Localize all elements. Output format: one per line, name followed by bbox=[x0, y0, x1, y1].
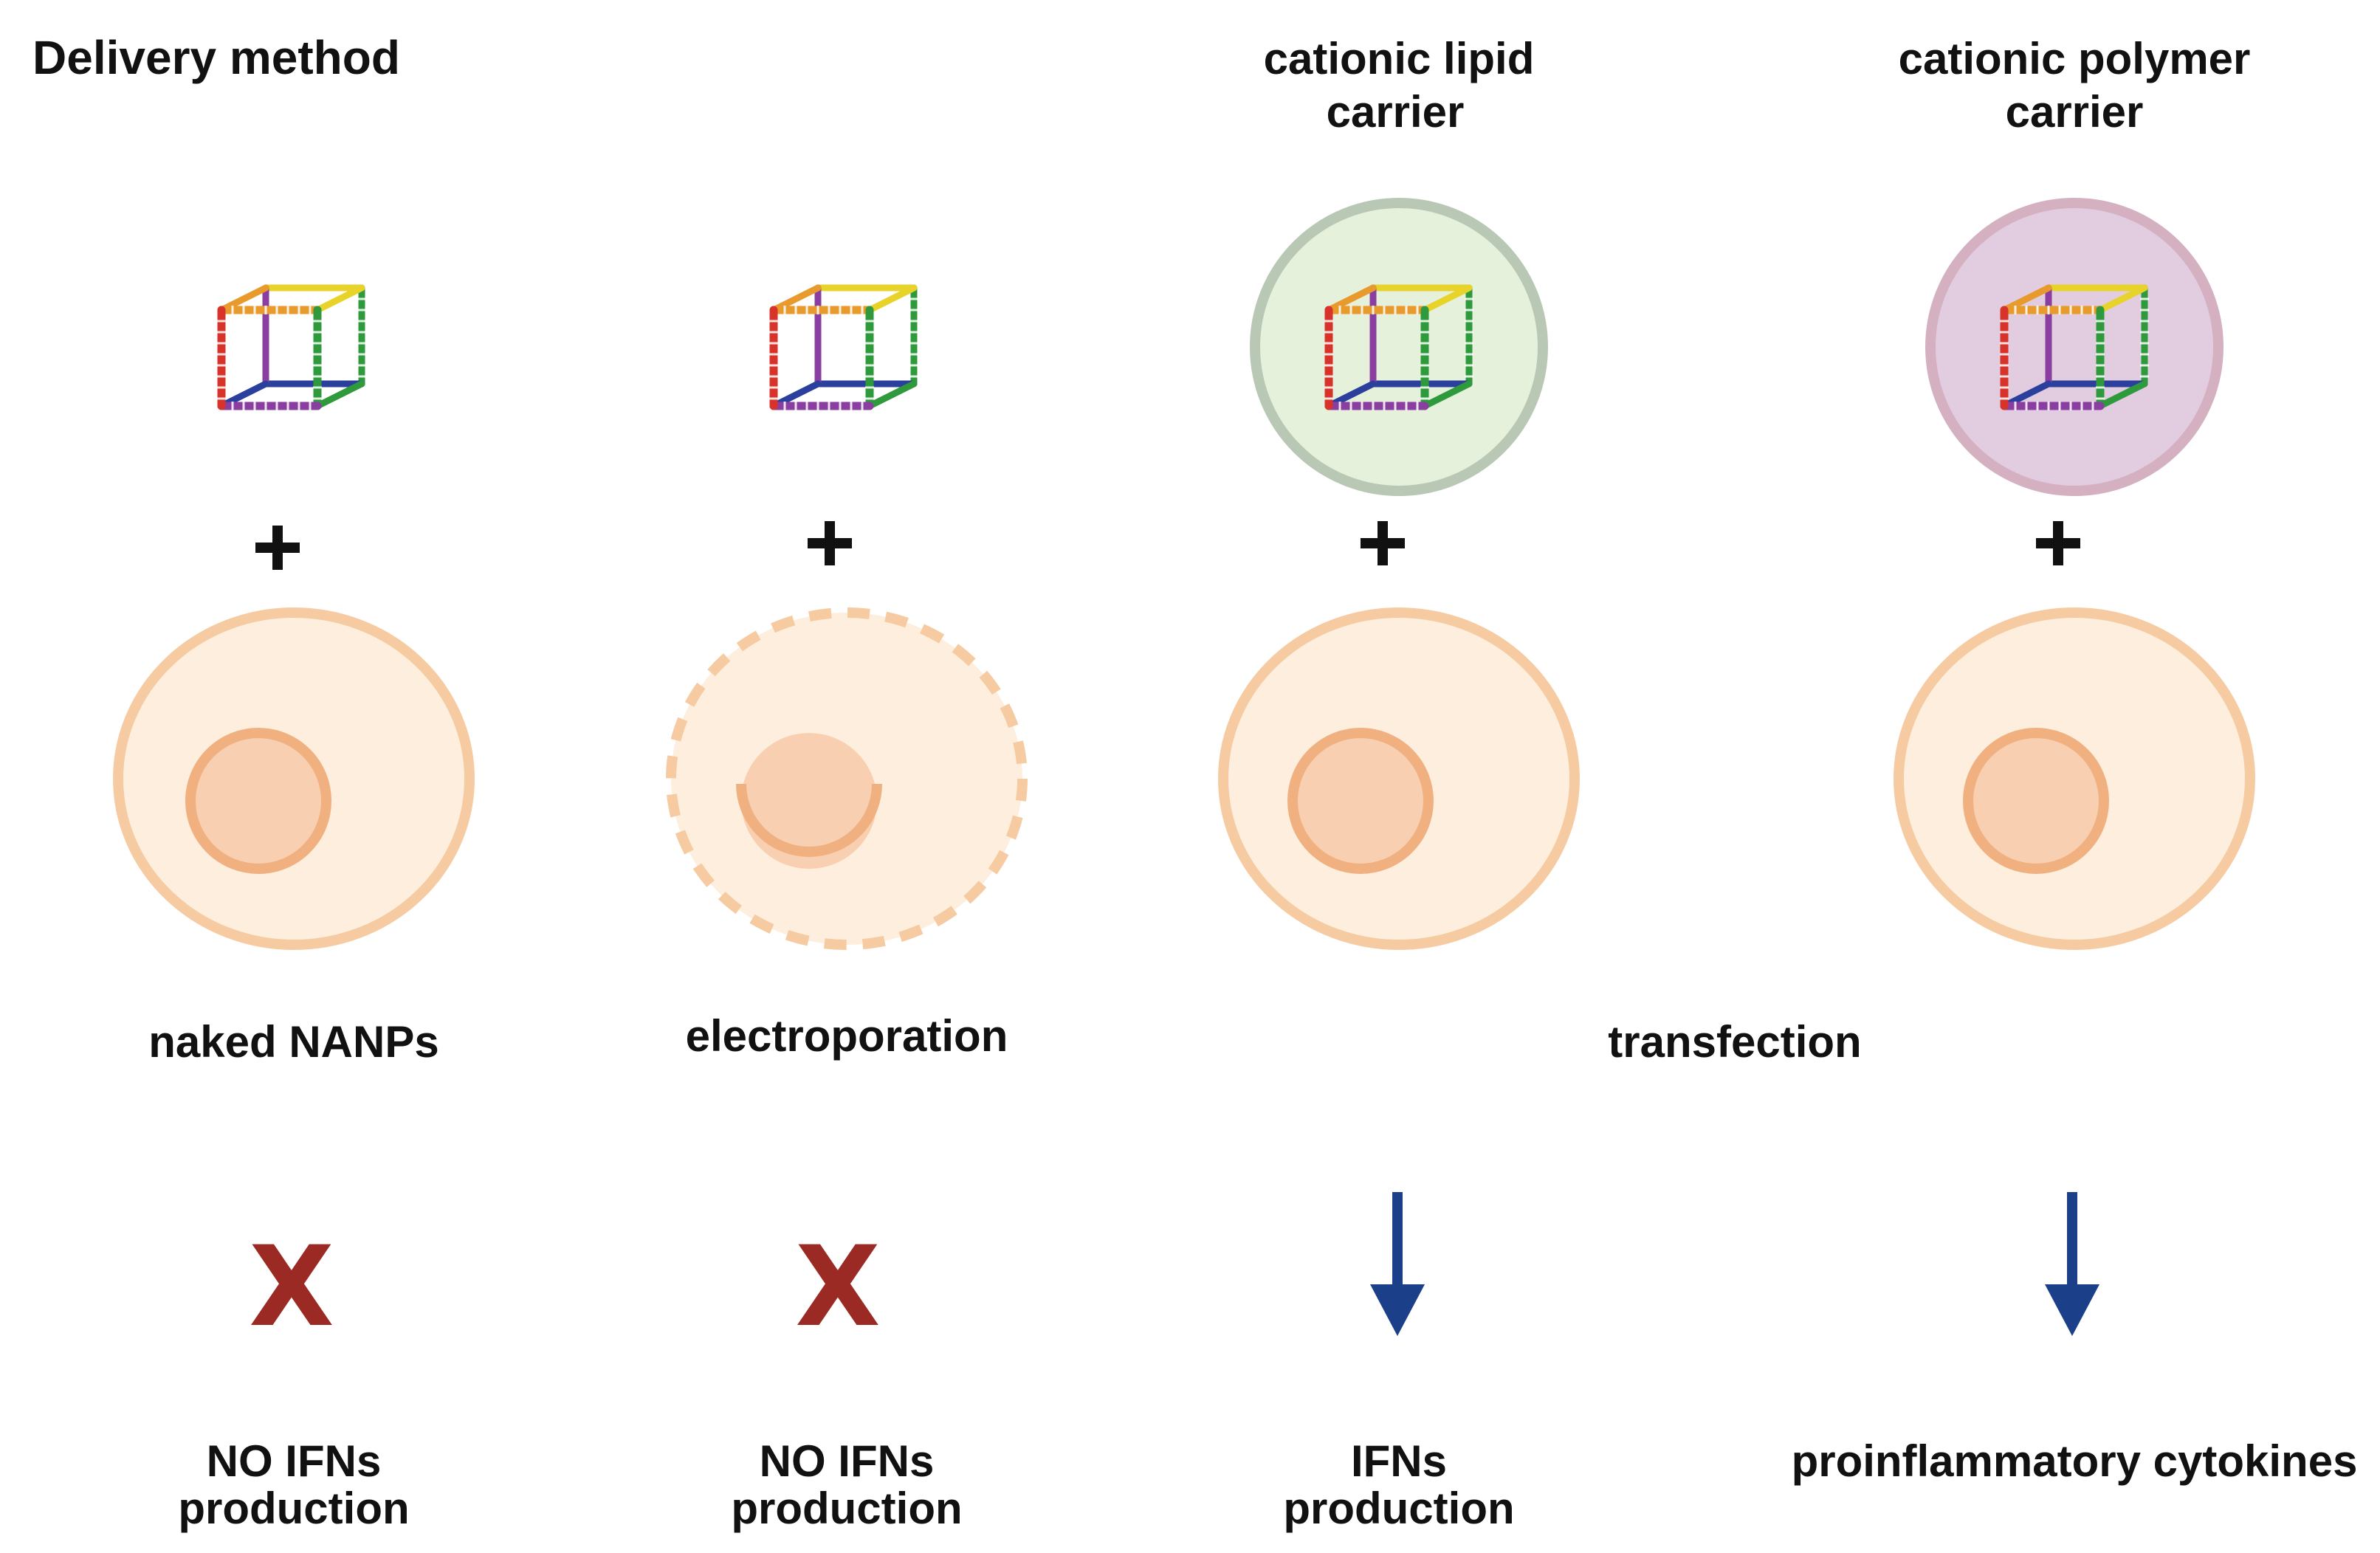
carrier-label-polymer-line2: carrier bbox=[2006, 87, 2144, 137]
carrier-label-polymer-line1: cationic polymer bbox=[1899, 34, 2251, 83]
outcome-label-line1: NO IFNs bbox=[207, 1436, 382, 1486]
polymer-carrier-shell bbox=[1925, 198, 2223, 496]
cell-nucleus bbox=[741, 733, 877, 869]
outcome-label-line2: production bbox=[731, 1484, 962, 1533]
cell bbox=[1894, 607, 2255, 950]
arrow-down-icon bbox=[1370, 1192, 1425, 1336]
cell bbox=[1218, 607, 1580, 950]
method-label-electroporation: electroporation bbox=[686, 1011, 1008, 1061]
nanp-cube-icon bbox=[217, 288, 366, 410]
x-mark-icon: X bbox=[795, 1223, 881, 1351]
cell-nucleus bbox=[1963, 728, 2109, 874]
lipid-carrier-shell bbox=[1250, 198, 1548, 496]
plus-sign bbox=[808, 521, 852, 565]
x-mark-icon: X bbox=[249, 1223, 334, 1351]
outcome-label-cytokines: proinflammatory cytokines bbox=[1792, 1436, 2358, 1486]
cell-electroporated bbox=[666, 607, 1028, 950]
nanp-cube-icon bbox=[769, 288, 918, 410]
plus-sign bbox=[2036, 521, 2080, 565]
cell-nucleus bbox=[185, 728, 331, 874]
plus-sign bbox=[255, 526, 300, 570]
outcome-label-line1: IFNs bbox=[1351, 1436, 1447, 1486]
plus-sign bbox=[1361, 521, 1405, 565]
carrier-label-lipid-line1: cationic lipid bbox=[1264, 34, 1535, 83]
arrow-down-icon bbox=[2045, 1192, 2099, 1336]
cell bbox=[113, 607, 475, 950]
diagram-title: Delivery method bbox=[32, 31, 400, 84]
method-label-naked: naked NANPs bbox=[148, 1017, 438, 1067]
method-label-transfection: transfection bbox=[1608, 1017, 1861, 1067]
outcome-label-line2: production bbox=[1283, 1484, 1514, 1533]
cell-nucleus bbox=[1287, 728, 1434, 874]
nucleus-membrane-partial bbox=[736, 783, 882, 857]
outcome-label-line2: production bbox=[178, 1484, 409, 1533]
carrier-label-lipid-line2: carrier bbox=[1327, 87, 1465, 137]
outcome-label-line1: NO IFNs bbox=[760, 1436, 935, 1486]
